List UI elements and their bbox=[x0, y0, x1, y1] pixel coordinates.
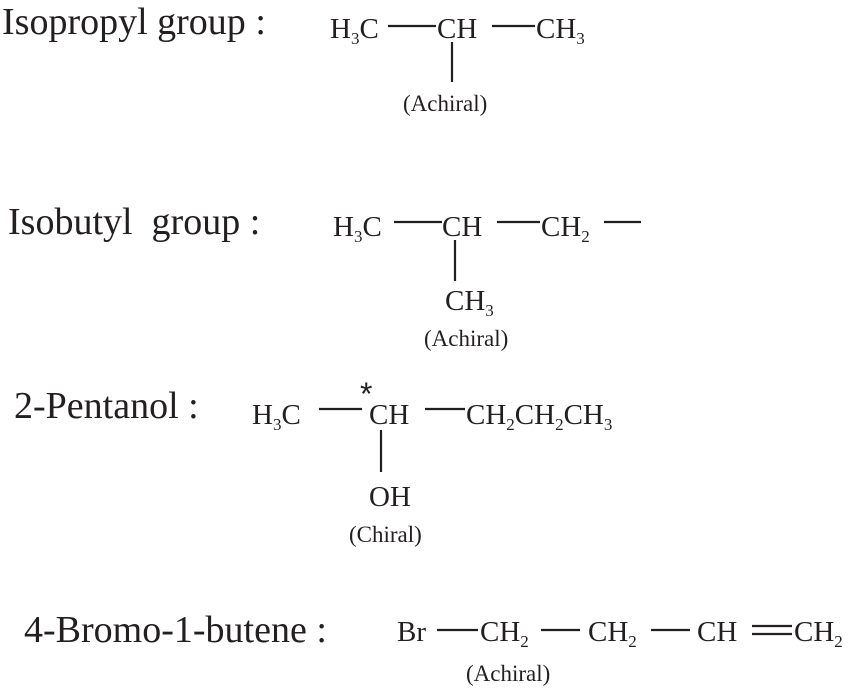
isopropyl-center-ch: CH bbox=[437, 13, 477, 45]
isopropyl-right-methyl: CH3 bbox=[536, 13, 585, 48]
pentanol-left-methyl: H3C bbox=[252, 399, 301, 434]
isopropyl-row: Isopropyl group : H3C CH CH3 (Achiral) bbox=[2, 1, 585, 116]
bromobutene-ch: CH bbox=[697, 616, 737, 648]
bromobutene-ch2-b: CH2 bbox=[588, 616, 637, 651]
bromobutene-chirality-note: (Achiral) bbox=[466, 661, 550, 686]
bromobutene-ch2-a: CH2 bbox=[480, 616, 529, 651]
isopropyl-name-label: Isopropyl group : bbox=[2, 1, 266, 43]
bromobutene-bromine: Br bbox=[397, 616, 426, 648]
isobutyl-row: Isobutyl group : H3C CH CH2 CH3 (Achiral… bbox=[8, 201, 641, 351]
pentanol-chiral-center-asterisk: * bbox=[360, 376, 372, 412]
isobutyl-branch-methyl: CH3 bbox=[445, 285, 494, 320]
pentanol-hydroxyl: OH bbox=[369, 481, 411, 513]
pentanol-center-ch: CH bbox=[369, 399, 409, 431]
bromobutene-name-label: 4-Bromo-1-butene : bbox=[24, 609, 327, 651]
isobutyl-chirality-note: (Achiral) bbox=[424, 326, 508, 351]
pentanol-row: 2-Pentanol : H3C * CH CH2CH2CH3 OH (Chir… bbox=[14, 376, 612, 547]
isopropyl-chirality-note: (Achiral) bbox=[403, 91, 487, 116]
isobutyl-left-methyl: H3C bbox=[333, 211, 382, 246]
isobutyl-ch2: CH2 bbox=[541, 211, 590, 246]
bromobutene-row: 4-Bromo-1-butene : Br CH2 CH2 CH CH2 (Ac… bbox=[24, 609, 843, 686]
pentanol-propyl-chain: CH2CH2CH3 bbox=[466, 399, 612, 434]
bromobutene-terminal-ch2: CH2 bbox=[794, 616, 843, 651]
isobutyl-center-ch: CH bbox=[442, 211, 482, 243]
pentanol-chirality-note: (Chiral) bbox=[349, 522, 422, 547]
pentanol-name-label: 2-Pentanol : bbox=[14, 385, 199, 427]
isopropyl-left-methyl: H3C bbox=[330, 13, 379, 48]
isobutyl-name-label: Isobutyl group : bbox=[8, 201, 260, 243]
